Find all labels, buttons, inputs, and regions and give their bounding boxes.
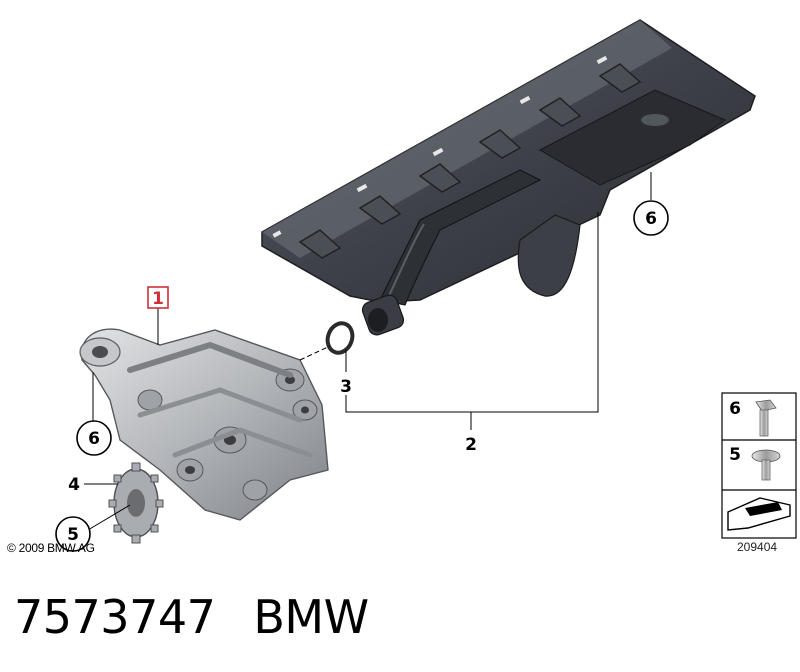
arrow-direction-icon bbox=[727, 497, 791, 531]
diagram-number: 209404 bbox=[737, 540, 778, 554]
sprocket-illustration bbox=[108, 462, 164, 544]
torx-screw-icon bbox=[751, 449, 781, 481]
o-ring-illustration bbox=[325, 321, 355, 355]
legend-item-6-label: 6 bbox=[729, 399, 741, 419]
fastener-legend: 6 5 bbox=[721, 392, 797, 539]
callout-3-label: 3 bbox=[340, 377, 352, 397]
callout-6-left: 6 bbox=[76, 420, 112, 456]
callout-4-label: 4 bbox=[68, 475, 80, 495]
callout-6-right: 6 bbox=[633, 200, 669, 236]
callout-6-left-label: 6 bbox=[88, 429, 100, 449]
part-info-line: 7573747 BMW bbox=[14, 590, 369, 644]
callout-6-right-label: 6 bbox=[645, 209, 657, 229]
callout-4: 4 bbox=[68, 475, 80, 495]
callout-1-label: 1 bbox=[152, 289, 164, 309]
callout-1: 1 bbox=[147, 286, 169, 309]
callout-3: 3 bbox=[340, 377, 352, 397]
copyright-notice: © 2009 BMW AG bbox=[7, 541, 95, 555]
hex-bolt-icon bbox=[755, 399, 777, 437]
part-number: 7573747 bbox=[14, 590, 216, 644]
callout-5: 5 bbox=[55, 516, 91, 552]
callout-5-label: 5 bbox=[67, 525, 79, 545]
callout-2: 2 bbox=[465, 435, 477, 455]
callout-2-label: 2 bbox=[465, 435, 477, 455]
oil-pump-illustration bbox=[79, 328, 329, 521]
baffle-plate-illustration bbox=[261, 19, 756, 336]
leader-lines bbox=[84, 172, 652, 531]
legend-item-5-label: 5 bbox=[729, 445, 741, 465]
brand-name: BMW bbox=[253, 590, 369, 644]
